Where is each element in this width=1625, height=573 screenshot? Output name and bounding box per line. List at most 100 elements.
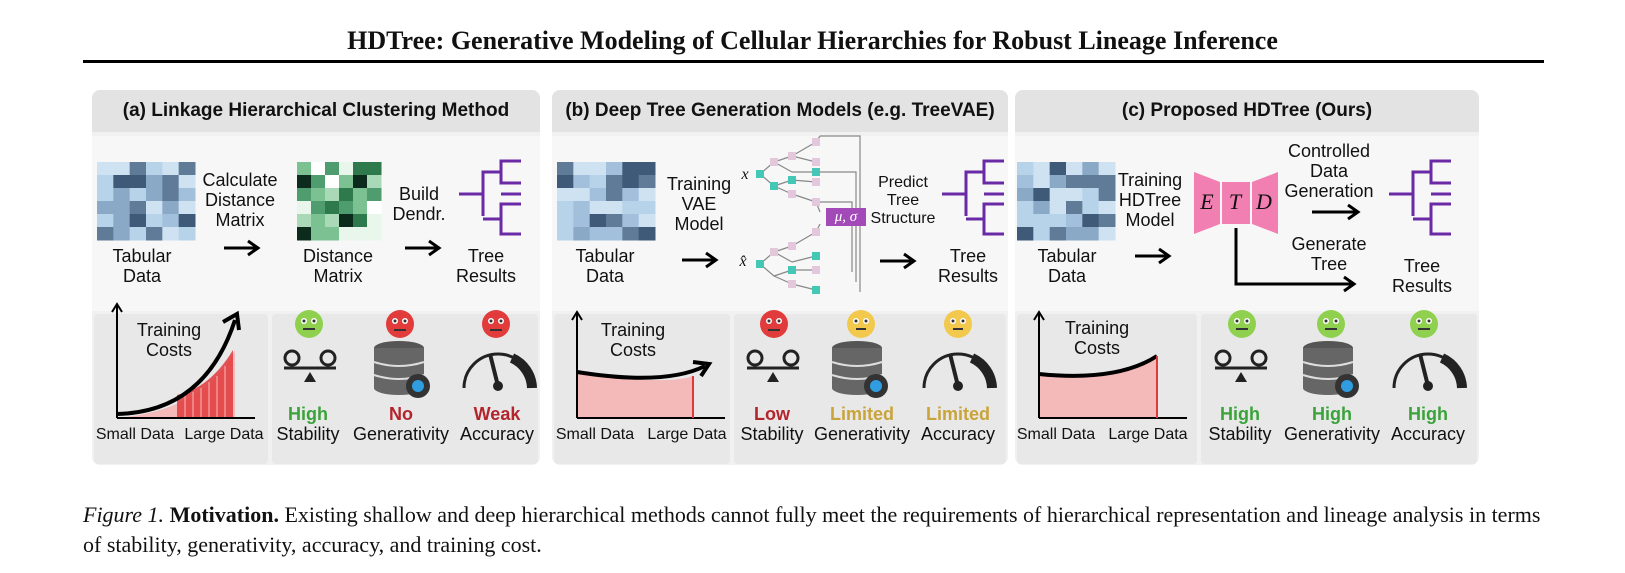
heatmap-cell xyxy=(1033,227,1051,241)
heatmap-cell xyxy=(162,214,180,228)
heatmap-cell xyxy=(367,227,382,241)
heatmap-cell xyxy=(325,201,340,215)
tabular-data-label-b: Tabular Data xyxy=(575,246,635,286)
large-data-label-c: Large Data xyxy=(1108,426,1188,443)
predict-tree-label: Predict Tree Structure xyxy=(870,174,936,227)
heatmap-cell xyxy=(1082,214,1100,228)
heatmap-cell xyxy=(573,188,591,202)
sad-face-icon xyxy=(482,310,510,338)
heatmap-cell xyxy=(606,188,623,202)
heatmap-cell xyxy=(1017,188,1034,202)
heatmap-cell xyxy=(557,201,574,215)
panel-a-cost-box xyxy=(94,314,268,464)
neutral-face-icon xyxy=(847,310,875,338)
heatmap-cell xyxy=(622,227,640,241)
figure-title: HDTree: Generative Modeling of Cellular … xyxy=(347,26,1278,55)
heatmap-cell xyxy=(638,201,656,215)
heatmap-cell xyxy=(97,175,114,189)
stability-status: High xyxy=(288,404,328,424)
balance-icon xyxy=(1214,349,1268,382)
heatmap-cell xyxy=(1017,214,1034,228)
heatmap-cell xyxy=(297,227,312,241)
heatmap-cell xyxy=(353,162,368,176)
heatmap-cell xyxy=(622,175,640,189)
accuracy-label: Accuracy xyxy=(920,424,996,444)
heatmap-cell xyxy=(311,162,326,176)
heatmap-cell xyxy=(162,175,180,189)
heatmap-cell xyxy=(353,227,368,241)
heatmap-cell xyxy=(297,188,312,202)
training-hdtree-label: Training HDTree Model xyxy=(1117,170,1183,230)
stability-label: Stability xyxy=(276,424,340,444)
large-data-label-a: Large Data xyxy=(184,426,264,443)
smiley-face-icon xyxy=(1410,310,1438,338)
caption-heading: Motivation. xyxy=(169,502,279,527)
heatmap-cell xyxy=(353,175,368,189)
heatmap-cell xyxy=(1017,201,1034,215)
heatmap-cell xyxy=(622,214,640,228)
heatmap-cell xyxy=(1049,162,1067,176)
heatmap-cell xyxy=(325,214,340,228)
heatmap-cell xyxy=(622,201,640,215)
heatmap-cell xyxy=(1082,227,1100,241)
heatmap-cell xyxy=(1066,227,1083,241)
heatmap-cell xyxy=(178,162,196,176)
heatmap-cell xyxy=(557,214,574,228)
heatmap-cell xyxy=(311,201,326,215)
heatmap-cell xyxy=(162,188,180,202)
caption-text: Existing shallow and deep hierarchical m… xyxy=(83,502,1541,557)
accuracy-label: Accuracy xyxy=(459,424,535,444)
heatmap-cell xyxy=(606,201,623,215)
heatmap-cell xyxy=(129,227,147,241)
heatmap-cell xyxy=(589,201,607,215)
xhat-symbol: x̂ xyxy=(739,253,747,270)
panel-a-header: (a) Linkage Hierarchical Clustering Meth… xyxy=(92,90,540,132)
generativity-status: Limited xyxy=(829,404,894,424)
heatmap-cell xyxy=(1066,188,1083,202)
heatmap-cell xyxy=(606,162,623,176)
figure-caption: Figure 1. Motivation. Existing shallow a… xyxy=(83,500,1553,560)
heatmap-cell xyxy=(1049,188,1067,202)
heatmap-cell xyxy=(178,227,196,241)
tree-results-label-b: Tree Results xyxy=(937,246,999,286)
generativity-label: Generativity xyxy=(813,424,911,444)
tabular-data-heatmap-c xyxy=(1017,162,1116,241)
small-data-label-c: Small Data xyxy=(1016,426,1096,443)
heatmap-cell xyxy=(638,214,656,228)
heatmap-cell xyxy=(589,214,607,228)
tabular-data-heatmap-b xyxy=(557,162,656,241)
panel-c-header: (c) Proposed HDTree (Ours) xyxy=(1015,90,1479,132)
heatmap-cell xyxy=(1082,162,1100,176)
tree-results-label-a: Tree Results xyxy=(455,246,517,286)
heatmap-cell xyxy=(162,201,180,215)
tabular-data-label-c: Tabular Data xyxy=(1037,246,1097,286)
heatmap-cell xyxy=(1066,201,1083,215)
heatmap-cell xyxy=(297,201,312,215)
small-data-label-b: Small Data xyxy=(555,426,635,443)
heatmap-cell xyxy=(97,227,114,241)
heatmap-cell xyxy=(1098,201,1116,215)
heatmap-cell xyxy=(146,227,163,241)
heatmap-cell xyxy=(297,214,312,228)
heatmap-cell xyxy=(353,201,368,215)
gauge-icon xyxy=(462,352,537,391)
generate-tree-label: Generate Tree xyxy=(1291,234,1367,274)
balance-icon xyxy=(746,349,800,382)
heatmap-cell xyxy=(367,162,382,176)
heatmap-cell xyxy=(573,201,591,215)
heatmap-cell xyxy=(113,201,131,215)
sad-face-icon xyxy=(760,310,788,338)
heatmap-cell xyxy=(606,227,623,241)
heatmap-cell xyxy=(339,188,354,202)
encoder-E-label: E xyxy=(1200,189,1214,214)
heatmap-cell xyxy=(162,162,180,176)
heatmap-cell xyxy=(1033,214,1051,228)
heatmap-cell xyxy=(606,214,623,228)
large-data-label-b: Large Data xyxy=(647,426,727,443)
heatmap-cell xyxy=(1049,227,1067,241)
calculate-distance-label: Calculate Distance Matrix xyxy=(202,170,278,230)
heatmap-cell xyxy=(1098,188,1116,202)
heatmap-cell xyxy=(367,175,382,189)
heatmap-cell xyxy=(129,201,147,215)
accuracy-status: High xyxy=(1408,404,1448,424)
